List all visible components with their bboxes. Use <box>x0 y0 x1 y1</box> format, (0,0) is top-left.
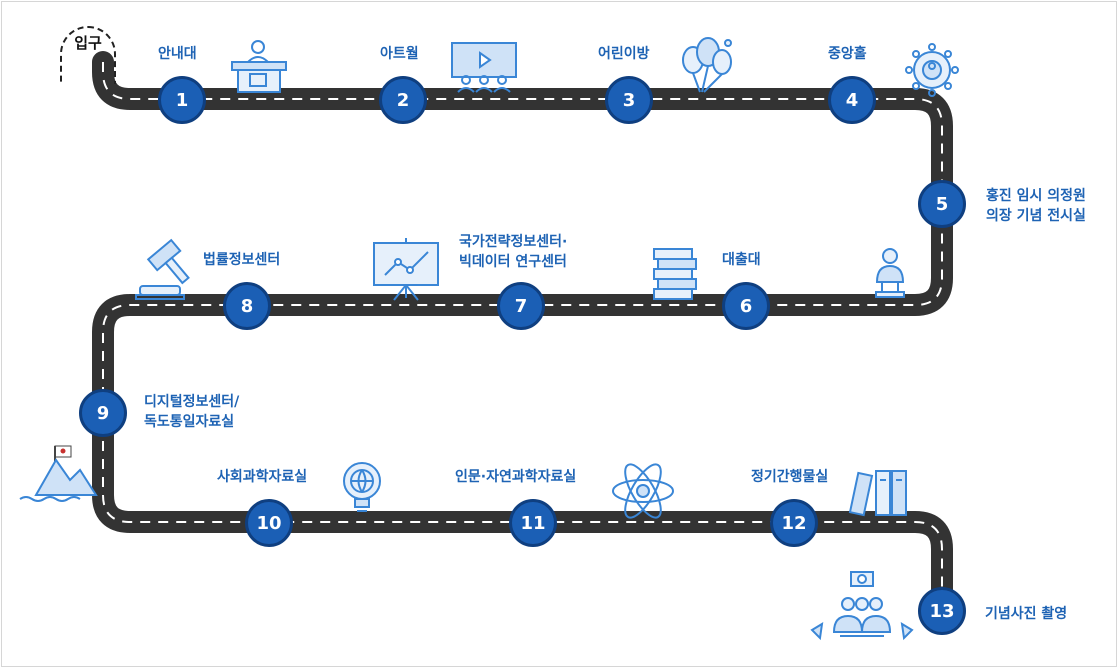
central-hall-icon <box>905 43 959 97</box>
stop-6-number: 6 <box>739 295 753 317</box>
stop-8-marker: 8 <box>223 282 271 330</box>
stop-2-marker: 2 <box>379 76 427 124</box>
stop-1-marker: 1 <box>158 76 206 124</box>
stop-4-number: 4 <box>845 89 859 111</box>
stop-13-number: 13 <box>929 600 955 622</box>
stop-11-number: 11 <box>520 512 546 534</box>
stop-8-label: 법률정보센터 <box>203 252 281 268</box>
stop-8-number: 8 <box>240 295 254 317</box>
stop-6-marker: 6 <box>722 282 770 330</box>
stop-10-label: 사회과학자료실 <box>217 469 308 485</box>
stop-11-label: 인문·자연과학자료실 <box>455 469 577 485</box>
globe-bulb-icon <box>343 462 381 512</box>
stop-9-marker: 9 <box>79 389 127 437</box>
stop-10-marker: 10 <box>245 499 293 547</box>
stop-13-label: 기념사진 촬영 <box>985 606 1068 622</box>
bust-statue-icon <box>875 248 905 298</box>
entrance-label: 입구 <box>74 34 102 52</box>
stop-6-label: 대출대 <box>722 252 761 268</box>
stop-12-number: 12 <box>781 512 807 534</box>
reception-desk-icon <box>231 40 287 93</box>
stop-13-marker: 13 <box>918 587 966 635</box>
binders-icon <box>848 470 907 517</box>
stop-7-label: 국가전략정보센터· 빅데이터 연구센터 <box>459 234 568 270</box>
stop-2-number: 2 <box>396 89 410 111</box>
book-stack-icon <box>653 248 697 300</box>
stop-3-marker: 3 <box>605 76 653 124</box>
stop-3-number: 3 <box>622 89 636 111</box>
atom-icon <box>612 463 674 519</box>
stop-12-label: 정기간행물실 <box>751 469 829 485</box>
stop-1-label: 안내대 <box>158 46 197 62</box>
stop-4-marker: 4 <box>828 76 876 124</box>
stop-3-label: 어린이방 <box>598 46 650 62</box>
stop-5-number: 5 <box>935 193 949 215</box>
stop-11-marker: 11 <box>509 499 557 547</box>
art-wall-screen-icon <box>451 42 517 93</box>
stop-9-number: 9 <box>96 402 110 424</box>
balloons-icon <box>682 37 732 93</box>
dokdo-island-flag-icon <box>19 445 98 502</box>
group-photo-icon <box>810 571 914 641</box>
stop-7-marker: 7 <box>497 282 545 330</box>
stop-4-label: 중앙홀 <box>828 46 867 62</box>
gavel-icon <box>135 238 190 300</box>
stop-2-label: 아트월 <box>380 46 419 62</box>
stop-5-marker: 5 <box>918 180 966 228</box>
stop-1-number: 1 <box>175 89 189 111</box>
road-center-dash <box>102 62 943 610</box>
stop-7-number: 7 <box>514 295 528 317</box>
stop-9-label: 디지털정보센터/ 독도통일자료실 <box>144 394 240 430</box>
stop-12-marker: 12 <box>770 499 818 547</box>
entrance-arch <box>60 26 116 84</box>
stop-10-number: 10 <box>256 512 282 534</box>
presentation-board-icon <box>373 238 439 301</box>
stop-5-label: 홍진 임시 의정원 의장 기념 전시실 <box>986 188 1086 224</box>
